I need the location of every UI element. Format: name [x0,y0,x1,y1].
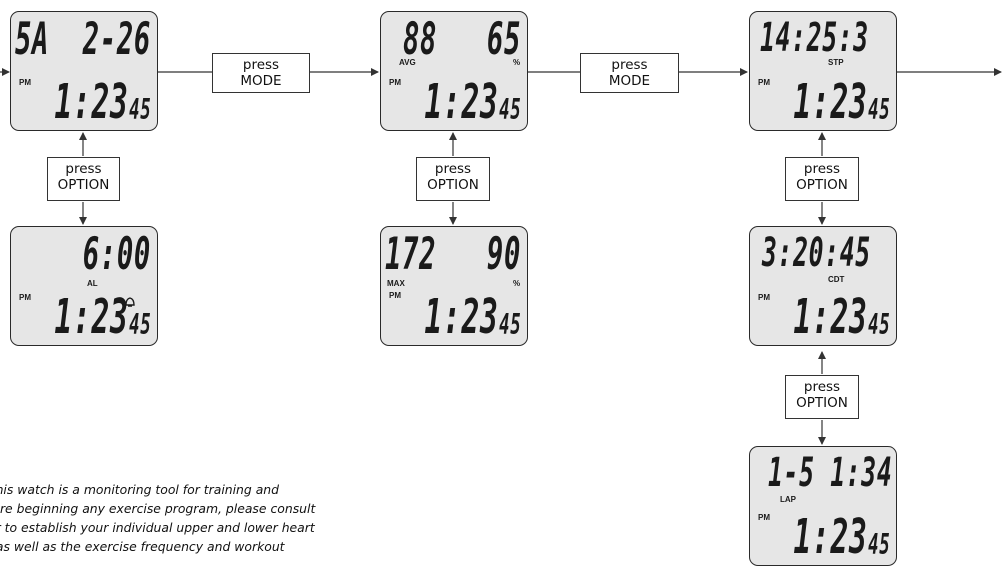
option-button-name: OPTION [427,177,479,193]
date-day-display: 5A [15,14,50,65]
main-time-hours-minutes: 1:23 [424,289,499,345]
main-time-seconds: 45 [867,528,890,561]
pm-indicator: PM [389,78,401,87]
note-line: , as well as the exercise frequency and … [0,539,285,554]
alarm-time-display: 6:00 [82,229,151,280]
countdown-time-display: 3:20:45 [762,230,871,276]
main-time-hours-minutes: 1:23 [424,74,499,130]
pm-indicator: PM [758,78,770,87]
main-time-seconds: 45 [498,93,521,126]
max-percent-display: 90 [486,229,521,280]
option-button-name: OPTION [57,177,110,193]
press-text: press [803,379,841,395]
average-mode-label: AVG [399,58,416,67]
pm-indicator: PM [19,293,31,302]
main-time-seconds: 45 [867,308,890,341]
press-option-label-2: press OPTION [416,157,490,201]
pm-indicator: PM [758,293,770,302]
press-option-label-1: press OPTION [47,157,120,201]
percent-sign: % [513,279,521,288]
press-text: press [242,57,280,73]
press-option-label-4: press OPTION [785,375,859,419]
option-button-name: OPTION [796,177,848,193]
max-mode-label: MAX [387,279,405,288]
note-line: This watch is a monitoring tool for trai… [0,482,280,497]
option-button-name: OPTION [796,395,848,411]
pm-indicator: PM [389,291,401,300]
press-text: press [65,161,102,177]
note-line: or to establish your individual upper an… [0,520,315,535]
main-time-hours-minutes: 1:23 [54,74,129,130]
date-value-display: 2-26 [82,14,151,65]
stopwatch-mode-label: STP [828,58,844,67]
press-option-label-3: press OPTION [785,157,859,201]
average-value-display: 88 [403,14,438,65]
pm-indicator: PM [758,513,770,522]
alarm-mode-label: AL [87,279,98,288]
max-value-display: 172 [385,229,437,280]
main-time-hours-minutes: 1:23 [54,289,129,345]
percent-sign: % [513,58,521,67]
press-text: press [803,161,841,177]
press-text: press [434,161,472,177]
countdown-mode-label: CDT [828,275,845,284]
press-text: press [611,57,648,73]
main-time-seconds: 45 [867,93,890,126]
main-time-hours-minutes: 1:23 [793,289,868,345]
press-mode-label-2: press MODE [580,53,679,93]
stopwatch-time-display: 14:25:3 [760,15,869,61]
mode-button-name: MODE [240,73,282,89]
press-mode-label-1: press MODE [212,53,310,93]
disclaimer-note: This watch is a monitoring tool for trai… [0,480,408,556]
lap-time-display: 1-5 1:34 [768,450,893,496]
main-time-seconds: 45 [128,308,151,341]
main-time-seconds: 45 [128,93,151,126]
mode-button-name: MODE [608,73,651,89]
main-time-hours-minutes: 1:23 [793,509,868,565]
bell-icon [125,297,135,307]
note-line: fore beginning any exercise program, ple… [0,501,316,516]
lap-mode-label: LAP [780,495,796,504]
pm-indicator: PM [19,78,31,87]
main-time-seconds: 45 [498,308,521,341]
average-percent-display: 65 [486,14,521,65]
main-time-hours-minutes: 1:23 [793,74,868,130]
